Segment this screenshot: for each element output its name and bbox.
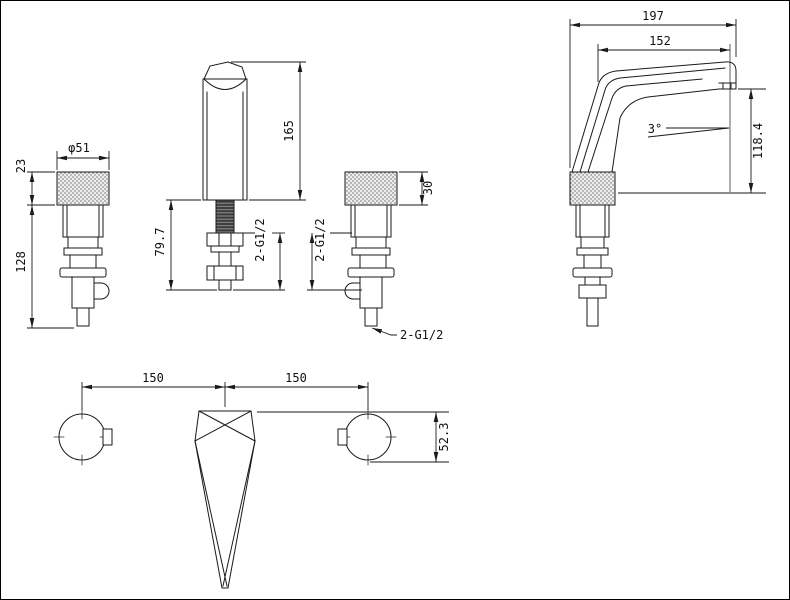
dim-spout-height-below-deck: 79.7 [153,228,167,257]
dim-handle-diameter: φ51 [68,141,90,155]
dim-handle-side-bottom-thread: 2-G1/2 [400,328,443,342]
spout-side-view [569,61,737,327]
dim-spout-height-above-deck: 165 [282,120,296,142]
dim-handle-side-cap-height: 30 [421,181,435,195]
handle-front-dimensions [27,151,110,329]
plan-dimensions [81,382,449,463]
dim-handle-side-inlet-thread: 2-G1/2 [313,218,327,261]
dim-spout-inlet-thread: 2-G1/2 [253,218,267,261]
handle-side-view [344,171,398,327]
dim-spout-angle: 3° [648,122,662,136]
plan-view [53,408,397,589]
spout-front-dimensions [166,61,306,291]
dim-spout-plan-width: 52.3 [437,423,451,452]
dim-spout-reach: 152 [649,34,671,48]
dim-handle-cap-height: 23 [14,159,28,173]
dim-handle-body-height: 128 [14,251,28,273]
handle-side-dimensions [307,171,428,336]
dim-right-hole-spacing: 150 [285,371,307,385]
dim-spout-overall-depth: 197 [642,9,664,23]
handle-front-view [56,171,110,327]
spout-front-view [202,61,248,291]
spout-side-dimensions [569,19,766,194]
dim-spout-outlet-height: 118.4 [751,123,765,159]
dim-left-hole-spacing: 150 [142,371,164,385]
